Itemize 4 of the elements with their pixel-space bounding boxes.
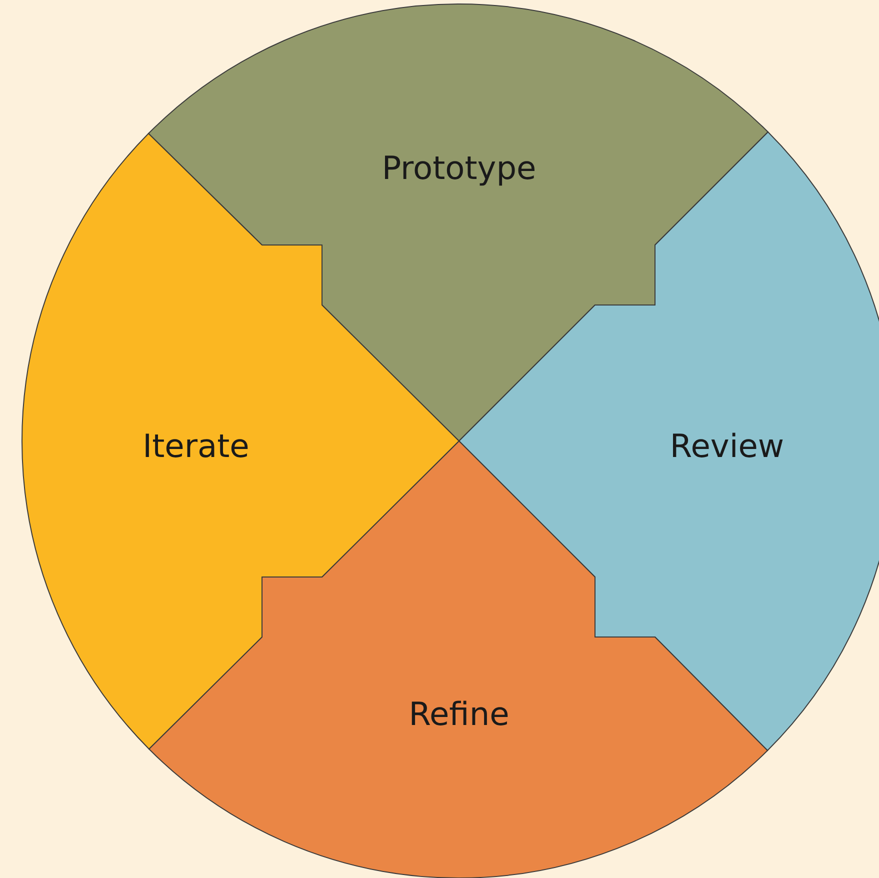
segment-label: Iterate <box>142 427 250 465</box>
segment-label: Prototype <box>382 149 536 187</box>
segment-label: Review <box>670 427 784 465</box>
segment-label: Refine <box>408 695 510 733</box>
